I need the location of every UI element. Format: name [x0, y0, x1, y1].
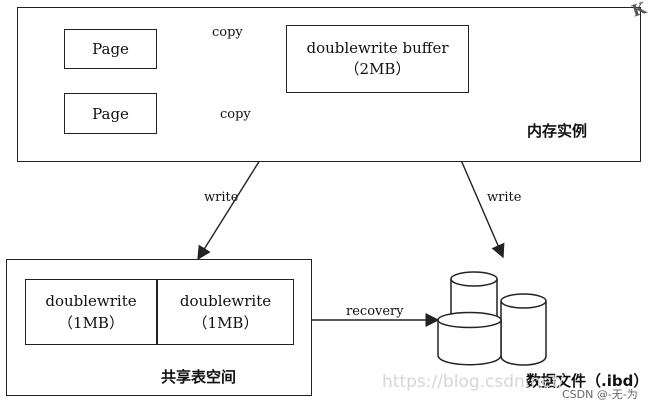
- shared-tablespace-label: 共享表空间: [161, 368, 237, 386]
- doublewrite-block-2: doublewrite （1MB）: [157, 279, 294, 345]
- data-files-label: 数据文件（.ibd）: [526, 372, 649, 390]
- write-label-left: write: [204, 190, 239, 205]
- copy-label-bottom: copy: [220, 107, 251, 122]
- recovery-label: recovery: [346, 304, 404, 319]
- page-box-top: Page: [64, 29, 157, 69]
- page-box-bottom-label: Page: [92, 104, 129, 123]
- doublewrite-block-1-title: doublewrite: [45, 292, 137, 310]
- doublewrite-block-2-title: doublewrite: [179, 292, 272, 310]
- page-box-top-label: Page: [92, 40, 129, 58]
- doublewrite-block-1-size: （1MB）: [58, 314, 124, 332]
- database-cylinder-front: [437, 311, 502, 366]
- doublewrite-buffer-box: doublewrite buffer （2MB）: [286, 25, 469, 93]
- database-cylinder-back-right: [500, 293, 547, 366]
- memory-instance-label: 内存实例: [527, 122, 588, 140]
- doublewrite-block-2-size: （1MB）: [192, 314, 259, 332]
- page-box-bottom: Page: [64, 93, 157, 134]
- copy-label-top: copy: [212, 25, 243, 40]
- author-credit: CSDN @-无-为: [562, 388, 638, 401]
- doublewrite-buffer-size: （2MB）: [344, 60, 411, 78]
- blog-watermark: https://blog.csdn.net/: [382, 372, 564, 392]
- write-label-right: write: [487, 190, 522, 205]
- doublewrite-buffer-title: doublewrite buffer: [306, 39, 449, 57]
- doublewrite-block-1: doublewrite （1MB）: [25, 279, 157, 345]
